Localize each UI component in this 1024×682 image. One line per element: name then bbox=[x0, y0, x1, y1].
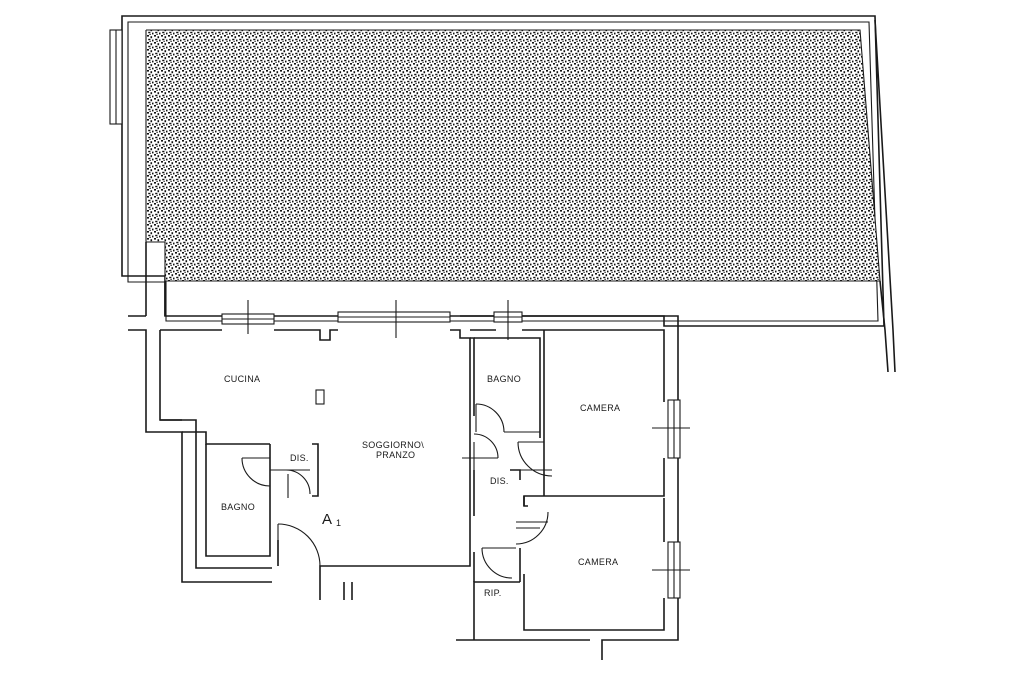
terrace bbox=[109, 15, 896, 373]
window-camera-bottom bbox=[652, 541, 690, 599]
unit-letter: A bbox=[322, 511, 332, 528]
unit-id: A 1 bbox=[322, 511, 341, 528]
room-label-rip: RIP. bbox=[484, 588, 502, 598]
window-soggiorno bbox=[337, 300, 451, 338]
doors bbox=[241, 403, 553, 579]
room-label-camera-bottom: CAMERA bbox=[578, 557, 618, 567]
room-label-dis-center: DIS. bbox=[490, 476, 509, 486]
door-bagno-left bbox=[285, 469, 311, 498]
column-fixture bbox=[315, 389, 325, 405]
room-label-bagno-top: BAGNO bbox=[487, 374, 521, 384]
room-label-bagno-left: BAGNO bbox=[221, 502, 255, 512]
gravel-fill bbox=[146, 30, 880, 281]
room-label-soggiorno: SOGGIORNO\ bbox=[362, 440, 424, 450]
door-camera-top bbox=[517, 441, 553, 477]
door-rip bbox=[481, 547, 516, 579]
door-camera-bottom bbox=[515, 511, 549, 545]
window-bagno-top bbox=[493, 300, 523, 340]
apartment-walls bbox=[128, 315, 679, 660]
room-label-pranzo: PRANZO bbox=[376, 450, 415, 460]
room-labels: CUCINA SOGGIORNO\ PRANZO BAGNO CAMERA DI… bbox=[221, 374, 620, 598]
door-dis-left bbox=[241, 457, 294, 487]
window-camera-top bbox=[652, 399, 690, 459]
room-label-cucina: CUCINA bbox=[224, 374, 260, 384]
windows bbox=[221, 300, 690, 599]
door-bagno-top bbox=[475, 403, 540, 433]
interior-walls bbox=[160, 330, 545, 582]
unit-number: 1 bbox=[336, 518, 341, 528]
door-entrance bbox=[277, 523, 321, 567]
window-cucina bbox=[221, 300, 275, 334]
room-label-dis-left: DIS. bbox=[290, 453, 309, 463]
room-label-camera-top: CAMERA bbox=[580, 403, 620, 413]
door-soggiorno-dis bbox=[462, 433, 499, 470]
